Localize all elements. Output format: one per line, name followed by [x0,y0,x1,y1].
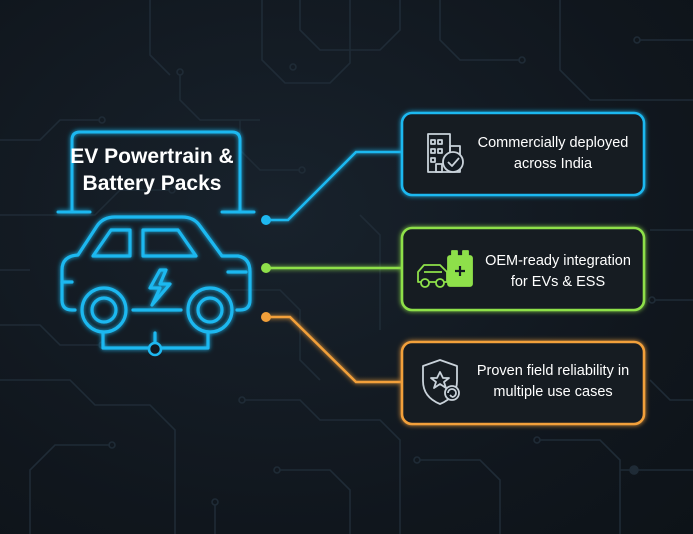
title-line-2: Battery Packs [82,172,222,195]
feature-2-line-1: OEM-ready integration [485,253,631,269]
connector-line-1 [266,150,402,222]
feature-text-3: Proven field reliability in multiple use… [466,361,640,403]
feature-1-line-1: Commercially deployed [477,135,629,151]
feature-2-line-2: for EVs & ESS [510,274,606,290]
feature-text-2: OEM-ready integration for EVs & ESS [478,251,638,293]
connector-dot-1 [261,215,271,225]
connector-dot-3 [261,312,271,322]
feature-3-line-1: Proven field reliability in [476,363,630,379]
car-battery-icon [417,250,473,288]
car-connector-node [147,341,163,357]
connector-dot-2 [261,263,271,273]
feature-card-2 [400,226,646,312]
title-frame [56,130,256,214]
building-check-icon [427,133,464,173]
diagram-title: EV Powertrain & Battery Packs [62,143,242,197]
feature-text-1: Commercially deployed across India [468,133,638,175]
connector-line-3 [266,315,402,384]
ev-car-icon [60,215,252,350]
title-line-1: EV Powertrain & [70,145,234,168]
shield-star-icon [422,359,460,405]
feature-1-line-2: across India [513,156,593,172]
feature-card-1 [400,111,646,197]
feature-card-3 [400,340,646,426]
feature-3-line-2: multiple use cases [493,384,613,400]
